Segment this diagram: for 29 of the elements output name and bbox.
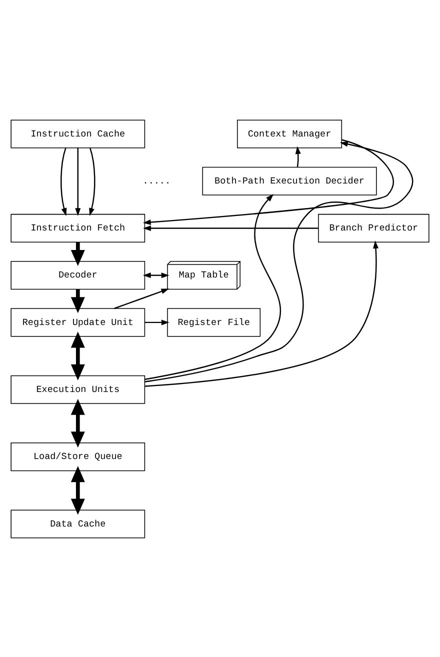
arrow: [60, 147, 67, 216]
node-box: Decoder: [10, 260, 146, 290]
arrow: [142, 272, 170, 278]
arrow: [143, 224, 318, 230]
node-box: Both-Path Execution Decider: [202, 166, 377, 195]
arrow: [144, 193, 281, 380]
node-box: Context Manager: [237, 119, 342, 148]
arrow: [70, 242, 85, 266]
arrow: [75, 148, 81, 216]
node-box: Branch Predictor: [318, 213, 430, 242]
arrow: [144, 319, 170, 325]
node-box: Register File: [167, 308, 261, 336]
arrow: [144, 140, 414, 382]
node-box: Load/Store Queue: [10, 442, 146, 471]
arrow: [70, 466, 85, 514]
node-box: Register Update Unit: [10, 308, 146, 336]
node-box: Data Cache: [10, 509, 146, 538]
arrow: [70, 398, 85, 448]
arrow: [70, 331, 85, 380]
node-box: Execution Units: [10, 374, 146, 404]
node-box: Instruction Fetch: [10, 213, 146, 242]
arrow: [295, 146, 301, 167]
arrow: [142, 138, 394, 225]
arrow: [70, 288, 85, 313]
arrow: [114, 288, 170, 309]
arrow: [89, 147, 96, 216]
label: .....: [142, 174, 171, 186]
arrow: [144, 240, 379, 386]
node-box: Instruction Cache: [10, 119, 146, 148]
